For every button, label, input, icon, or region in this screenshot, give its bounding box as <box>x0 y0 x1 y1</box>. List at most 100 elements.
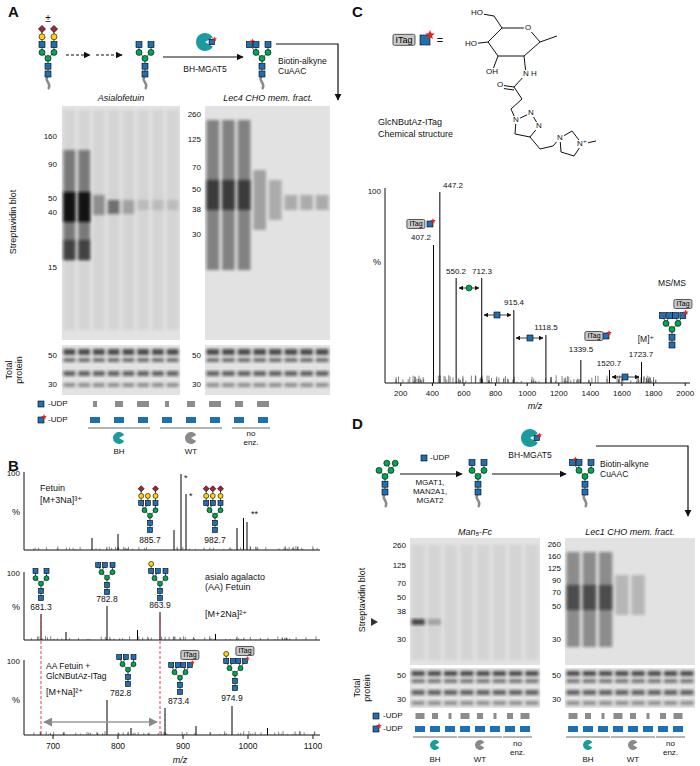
band <box>493 671 506 676</box>
noise-peak <box>565 377 566 383</box>
blot-background <box>410 538 540 665</box>
noise-peak <box>459 380 460 383</box>
glycan <box>149 561 168 600</box>
noise-peak <box>647 376 648 383</box>
noise-peak <box>636 381 637 383</box>
gray-amount-bar <box>507 713 513 719</box>
axis-tick: 700 <box>46 742 60 752</box>
sialic-diamond <box>218 486 224 492</box>
gray-amount-bar <box>630 713 636 719</box>
mannose-circle <box>576 467 582 473</box>
noise-peak <box>61 638 62 640</box>
blue-amount-bar <box>628 726 638 732</box>
annotation: MS/MS <box>658 279 686 289</box>
itag-text: ITag <box>395 35 412 45</box>
itag-text: ITag <box>183 651 196 658</box>
noise-peak <box>418 379 419 383</box>
blot-background <box>565 538 695 665</box>
marker-size: 30 <box>552 695 561 704</box>
noise-peak <box>505 376 506 383</box>
reaction-label: Biotin-alkyne CuAAC <box>600 460 656 480</box>
noise-peak <box>38 548 39 550</box>
band <box>108 349 120 355</box>
peak <box>186 494 187 550</box>
glcnac-square <box>136 42 142 48</box>
band <box>460 671 473 676</box>
group-line <box>232 428 270 429</box>
blue-amount-bar <box>430 726 440 732</box>
peak <box>196 726 197 735</box>
noise-peak <box>241 639 242 640</box>
tick <box>622 383 623 386</box>
noise-peak <box>274 639 275 640</box>
band <box>222 180 235 210</box>
band <box>493 545 506 660</box>
band <box>167 371 179 376</box>
axis-tick: 2000 <box>676 389 694 398</box>
enzyme-label: MGAT1, MAN2A1, MGAT2 <box>409 478 451 506</box>
mannose-circle <box>388 467 394 473</box>
noise-peak <box>550 381 551 383</box>
noise-peak <box>53 732 54 735</box>
band <box>567 552 580 647</box>
azide-star <box>376 723 382 728</box>
band <box>316 371 329 376</box>
noise-peak <box>230 639 231 640</box>
lane-label: WT <box>185 447 197 456</box>
glcnac-square <box>131 655 136 660</box>
blue-amount-bar <box>138 417 148 423</box>
legend-label: -UDP <box>48 399 68 408</box>
noise-peak <box>118 732 119 735</box>
annotation: = <box>437 34 443 47</box>
glycan <box>136 42 154 89</box>
noise-peak <box>252 733 253 735</box>
band <box>583 679 596 683</box>
gray-amount-bar <box>461 713 470 719</box>
noise-peak <box>289 547 290 550</box>
glycan <box>96 563 115 595</box>
mannose-circle <box>233 671 238 676</box>
arrow <box>596 446 688 516</box>
marker-size: 50 <box>397 671 406 680</box>
noise-peak <box>655 380 656 383</box>
noise-peak <box>396 377 397 383</box>
noise-peak <box>240 547 241 550</box>
peak <box>247 522 248 550</box>
noise-peak <box>127 549 128 550</box>
azide-star <box>683 310 689 315</box>
noise-peak <box>488 382 489 383</box>
chemical-structure <box>471 13 596 156</box>
glcnac-square <box>33 569 38 574</box>
axis-tick: 900 <box>176 742 190 752</box>
glcnac-square <box>236 659 241 664</box>
sialic-diamond <box>210 486 216 492</box>
noise-peak <box>417 379 418 383</box>
band <box>123 383 135 387</box>
gray-amount-bar <box>647 713 650 719</box>
bond <box>540 36 557 42</box>
noise-peak <box>33 732 34 735</box>
noise-peak <box>90 733 91 735</box>
band <box>137 200 149 210</box>
noise-peak <box>248 731 249 735</box>
peak-label: 1339.5 <box>569 345 593 354</box>
tick <box>527 383 528 386</box>
enzyme-icon <box>196 33 217 51</box>
band <box>152 358 164 362</box>
glycan <box>469 460 487 507</box>
peak-label: 1118.5 <box>534 323 557 332</box>
noise-peak <box>165 637 166 640</box>
glcnac-square <box>673 313 679 319</box>
noise-peak <box>109 547 110 550</box>
mannose-circle <box>265 49 271 55</box>
noise-peak <box>243 638 244 640</box>
band <box>509 545 522 660</box>
marker-size: 160 <box>548 552 561 561</box>
band <box>108 371 120 376</box>
azide-star <box>245 656 250 661</box>
glycan <box>246 39 271 89</box>
peak <box>237 528 238 550</box>
enzyme-body <box>628 740 637 750</box>
galactose-circle <box>224 651 229 656</box>
glcnac-square <box>230 659 235 664</box>
